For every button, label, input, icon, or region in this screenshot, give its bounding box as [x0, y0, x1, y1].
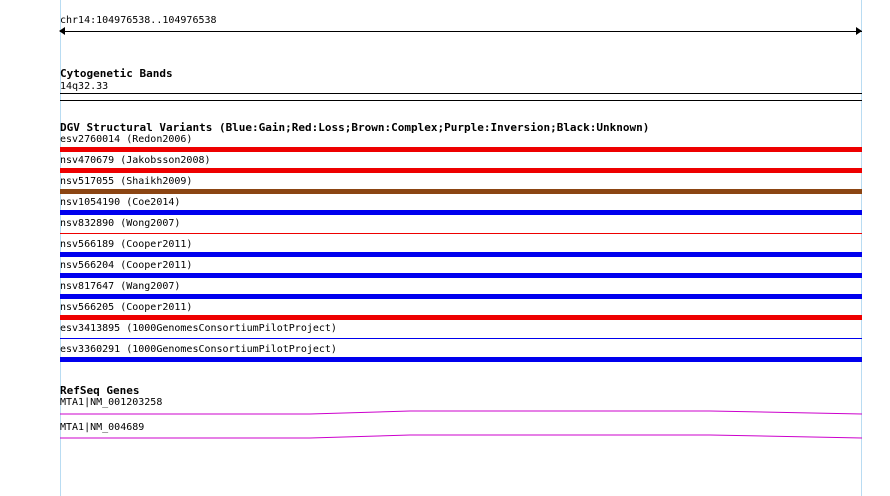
variant-label[interactable]: nsv817647 (Wang2007) — [60, 281, 181, 292]
coordinate-label: chr14:104976538..104976538 — [60, 15, 217, 26]
variant-label[interactable]: nsv1054190 (Coe2014) — [60, 197, 181, 208]
variant-label[interactable]: nsv832890 (Wong2007) — [60, 218, 181, 229]
cyto-band-line-top — [60, 93, 862, 94]
gene-line — [60, 410, 862, 415]
right-guide-line — [861, 0, 862, 496]
variant-bar[interactable] — [60, 294, 862, 299]
variant-label[interactable]: esv3360291 (1000GenomesConsortiumPilotPr… — [60, 344, 337, 355]
gene-model[interactable] — [60, 431, 862, 441]
cyto-band-line-bottom — [60, 100, 862, 101]
variant-label[interactable]: esv3413895 (1000GenomesConsortiumPilotPr… — [60, 323, 337, 334]
variant-bar[interactable] — [60, 210, 862, 215]
variant-bar[interactable] — [60, 252, 862, 257]
gene-line — [60, 434, 862, 439]
variant-label[interactable]: nsv517055 (Shaikh2009) — [60, 176, 193, 187]
variant-label[interactable]: nsv566204 (Cooper2011) — [60, 260, 193, 271]
left-guide-line — [60, 0, 61, 496]
ruler-right-arrow-icon — [856, 27, 862, 35]
gene-model[interactable] — [60, 407, 862, 417]
variant-bar[interactable] — [60, 315, 862, 320]
coordinate-ruler — [60, 31, 862, 32]
gene-label[interactable]: MTA1|NM_004689 — [60, 422, 145, 433]
variant-bar[interactable] — [60, 357, 862, 362]
variant-label[interactable]: nsv470679 (Jakobsson2008) — [60, 155, 211, 166]
variant-bar[interactable] — [60, 338, 862, 339]
variant-bar[interactable] — [60, 233, 862, 234]
variant-bar[interactable] — [60, 189, 862, 194]
variant-label[interactable]: esv2760014 (Redon2006) — [60, 134, 193, 145]
variant-bar[interactable] — [60, 168, 862, 173]
variant-label[interactable]: nsv566205 (Cooper2011) — [60, 302, 193, 313]
refseq-track-title: RefSeq Genes — [60, 384, 140, 397]
cyto-track-title: Cytogenetic Bands — [60, 67, 173, 80]
variant-bar[interactable] — [60, 273, 862, 278]
dgv-track-title: DGV Structural Variants (Blue:Gain;Red:L… — [60, 121, 650, 134]
variant-label[interactable]: nsv566189 (Cooper2011) — [60, 239, 193, 250]
variant-bar[interactable] — [60, 147, 862, 152]
gene-label[interactable]: MTA1|NM_001203258 — [60, 397, 163, 408]
cyto-band-label[interactable]: 14q32.33 — [60, 81, 109, 92]
